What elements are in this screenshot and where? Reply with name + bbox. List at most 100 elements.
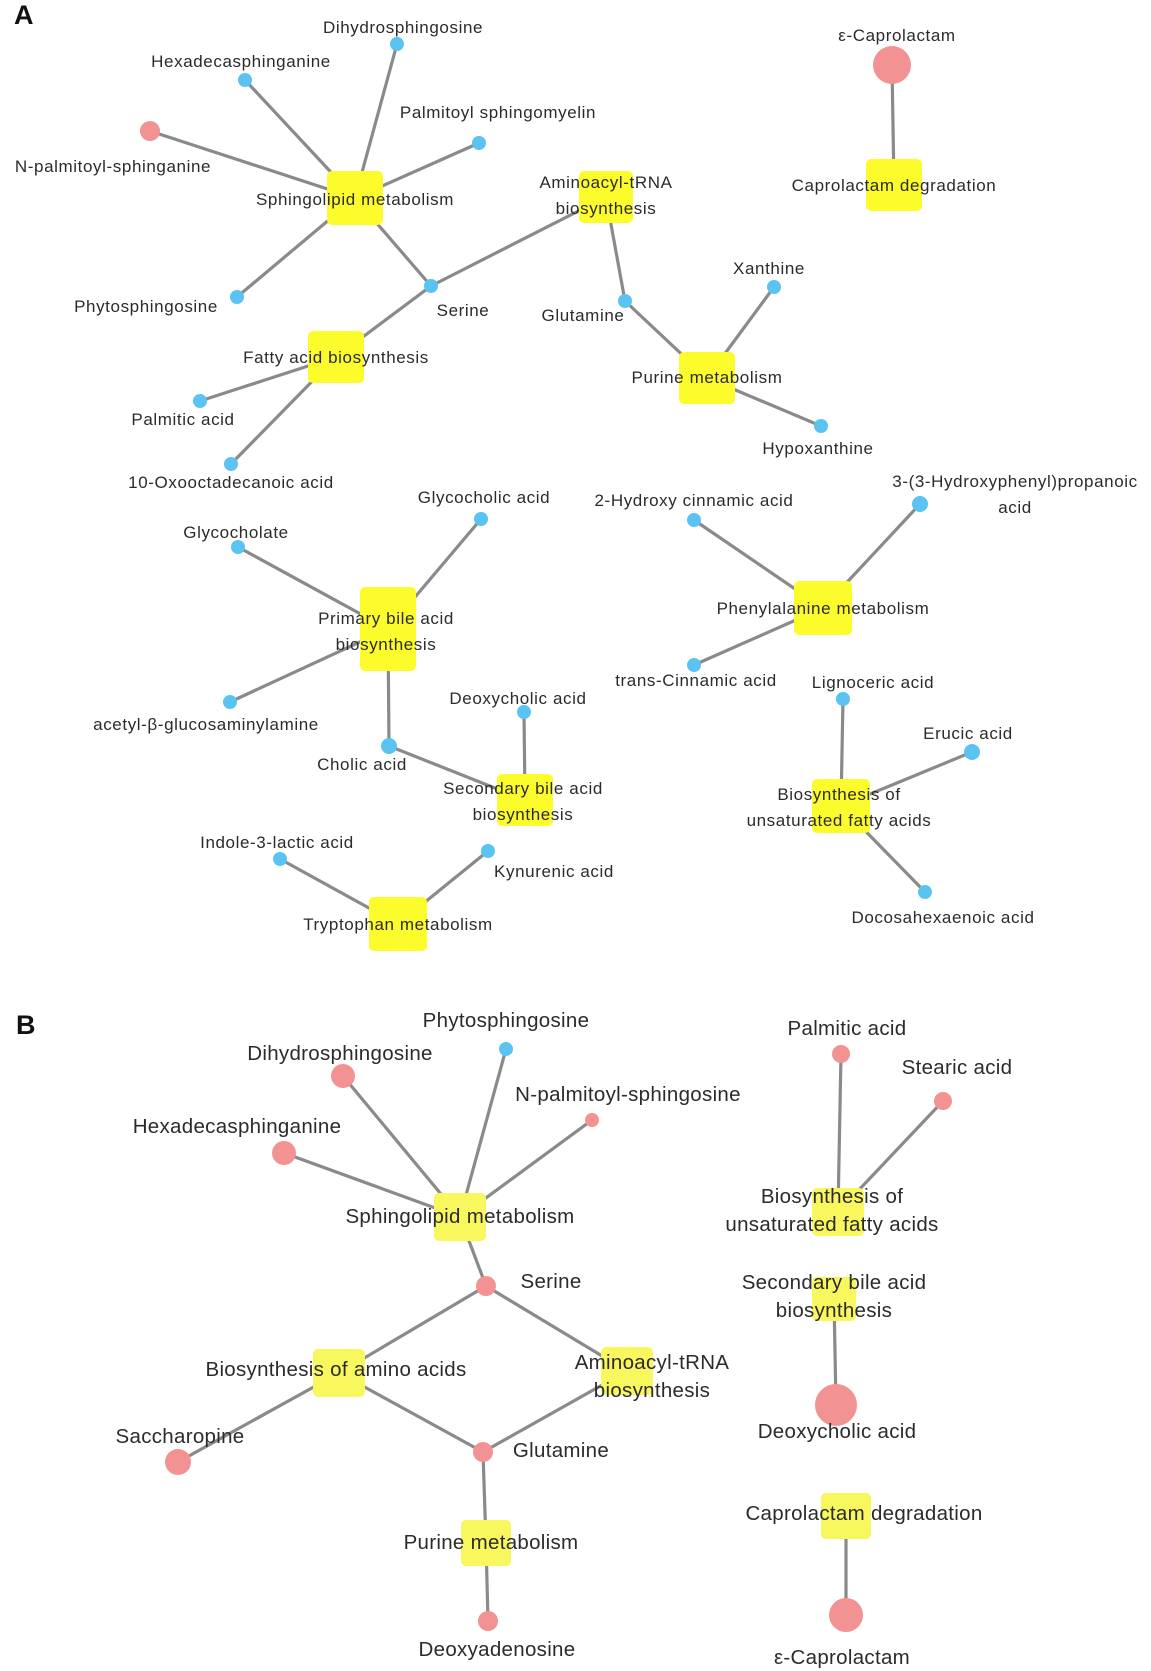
pathway-node-a_secbile [497, 774, 553, 826]
metabolite-node-a_palmsm [472, 136, 486, 150]
node-label-b_aatrna-line1: Aminoacyl-tRNA [575, 1351, 730, 1374]
pathway-node-a_caprodeg [866, 159, 922, 211]
metabolite-node-b_deoxyadenosine [478, 1611, 498, 1631]
node-label-a_hydroxycinn: 2-Hydroxy cinnamic acid [595, 491, 794, 510]
pathway-node-b_caprodeg [821, 1493, 871, 1539]
edge-b_sphingo-b_hexadeca [283, 1151, 461, 1219]
node-label-a_hexadeca: Hexadecasphinganine [151, 52, 331, 71]
node-label-a_dihydro: Dihydrosphingosine [323, 18, 483, 37]
metabolite-node-a_kynurenic [481, 844, 495, 858]
pathway-node-a_purine [679, 352, 735, 404]
metabolite-node-b_serine [476, 1276, 496, 1296]
node-label-b_purine: Purine metabolism [404, 1531, 579, 1554]
node-label-a_cholic: Cholic acid [317, 755, 407, 774]
metabolite-node-b_palmitic [832, 1045, 850, 1063]
metabolite-node-b_caprolactam [829, 1598, 863, 1632]
node-label-a_npalm: N-palmitoyl-sphinganine [15, 157, 211, 176]
edge-b_palmitic-b_unsatfa [836, 1053, 843, 1213]
pathway-node-a_fattyacid [308, 331, 364, 383]
metabolite-node-a_oxoocta [224, 457, 238, 471]
node-label-b_phyto: Phytosphingosine [423, 1009, 590, 1032]
node-label-a_erucic: Erucic acid [923, 724, 1013, 743]
node-label-a_serine: Serine [437, 301, 490, 320]
node-label-b_caprodeg: Caprolactam degradation [745, 1502, 982, 1525]
node-label-a_glycocholic: Glycocholic acid [418, 488, 550, 507]
metabolite-node-b_saccharopine [165, 1449, 191, 1475]
pathway-node-a_tryptophan [369, 897, 427, 951]
metabolite-node-a_serine [424, 279, 438, 293]
node-label-a_unsatfa-line1: Biosynthesis of [777, 785, 900, 804]
node-label-b_secbile-line1: Secondary bile acid [742, 1271, 927, 1294]
node-label-b_dihydro: Dihydrosphingosine [247, 1042, 432, 1065]
pathway-node-a_unsatfa [812, 779, 870, 833]
node-label-a_secbile-line1: Secondary bile acid [443, 779, 603, 798]
node-label-b_hexadeca: Hexadecasphinganine [133, 1115, 342, 1138]
node-label-a_caprodeg: Caprolactam degradation [792, 176, 997, 195]
node-label-a_aatrna-line2: biosynthesis [556, 199, 657, 218]
node-label-a_aatrna-line1: Aminoacyl-tRNA [539, 173, 672, 192]
metabolite-node-b_deoxycholic [815, 1384, 857, 1426]
node-label-b_glutamine: Glutamine [513, 1439, 609, 1462]
node-label-b_secbile-line2: biosynthesis [776, 1299, 892, 1322]
node-label-a_palmsm: Palmitoyl sphingomyelin [400, 103, 596, 122]
node-label-b_unsatfa-line2: unsaturated fatty acids [725, 1213, 938, 1236]
pathway-node-b_aminoacids [313, 1349, 365, 1397]
node-label-a_secbile-line2: biosynthesis [473, 805, 574, 824]
metabolite-node-a_glycocholic [474, 512, 488, 526]
pathway-node-b_secbile [812, 1277, 856, 1321]
metabolite-node-a_lignoceric [836, 692, 850, 706]
node-label-a_phenylalanine: Phenylalanine metabolism [717, 599, 930, 618]
metabolite-node-a_caprolactam [873, 46, 911, 84]
node-label-a_hydroxyphenyl-line1: 3-(3-Hydroxyphenyl)propanoic [892, 472, 1137, 491]
node-label-a_glutamine: Glutamine [542, 306, 625, 325]
pathway-node-b_aatrna [601, 1347, 653, 1395]
node-label-a_xanthine: Xanthine [733, 259, 805, 278]
metabolite-node-b_npalm [585, 1113, 599, 1127]
node-label-a_oxoocta: 10-Oxooctadecanoic acid [128, 473, 334, 492]
metabolite-node-a_hexadeca [238, 73, 252, 87]
labels-layer: Sphingolipid metabolism Dihydrosphingosin… [15, 18, 1137, 1669]
metabolite-node-a_glutamine [618, 294, 632, 308]
pathway-node-a_aatrna [579, 171, 633, 223]
node-label-a_acetylglu: acetyl-β-glucosaminylamine [93, 715, 319, 734]
node-label-a_deoxycholic: Deoxycholic acid [449, 689, 586, 708]
node-label-b_caprolactam: ε-Caprolactam [774, 1646, 910, 1669]
node-label-a_hydroxyphenyl-line2: acid [998, 498, 1032, 517]
panel-b-letter: B [16, 1010, 36, 1040]
metabolite-node-b_phyto [499, 1042, 513, 1056]
node-label-a_phyto: Phytosphingosine [74, 297, 218, 316]
metabolite-node-a_glycocholate [231, 540, 245, 554]
metabolite-node-a_phyto [230, 290, 244, 304]
node-label-b_sphingo: Sphingolipid metabolism [345, 1205, 574, 1228]
metabolite-node-a_dihydro [390, 37, 404, 51]
node-label-b_serine: Serine [520, 1270, 581, 1293]
metabolite-node-a_xanthine [767, 280, 781, 294]
metabolite-node-a_transcinn [687, 658, 701, 672]
metabolite-node-a_hypox [814, 419, 828, 433]
node-label-b_aminoacids: Biosynthesis of amino acids [205, 1358, 466, 1381]
node-label-b_deoxyadenosine: Deoxyadenosine [419, 1638, 576, 1661]
node-label-b_aatrna-line2: biosynthesis [594, 1379, 710, 1402]
pathway-node-a_primbile [360, 587, 416, 671]
node-label-a_indole: Indole-3-lactic acid [200, 833, 354, 852]
node-label-a_palmitic: Palmitic acid [131, 410, 234, 429]
node-label-a_fattyacid: Fatty acid biosynthesis [243, 348, 429, 367]
metabolite-node-a_npalm [140, 121, 160, 141]
pathway-node-a_phenylalanine [794, 581, 852, 635]
node-label-a_glycocholate: Glycocholate [183, 523, 288, 542]
edge-a_serine-a_aatrna [430, 195, 607, 288]
edge-b_aminoacids-b_saccharopine [177, 1371, 340, 1464]
metabolite-node-a_hydroxycinn [687, 513, 701, 527]
node-label-b_saccharopine: Saccharopine [116, 1425, 245, 1448]
pathway-node-b_purine [461, 1520, 511, 1566]
node-label-b_unsatfa-line1: Biosynthesis of [761, 1185, 903, 1208]
pathway-node-a_sphingo [327, 171, 383, 225]
edge-a_sphingo-a_npalm [149, 129, 356, 200]
node-label-a_primbile-line2: biosynthesis [336, 635, 437, 654]
metabolite-node-b_stearic [934, 1092, 952, 1110]
node-label-a_kynurenic: Kynurenic acid [494, 862, 614, 881]
node-label-a_unsatfa-line2: unsaturated fatty acids [747, 811, 932, 830]
metabolite-node-a_erucic [964, 744, 980, 760]
metabolite-node-b_dihydro [331, 1064, 355, 1088]
